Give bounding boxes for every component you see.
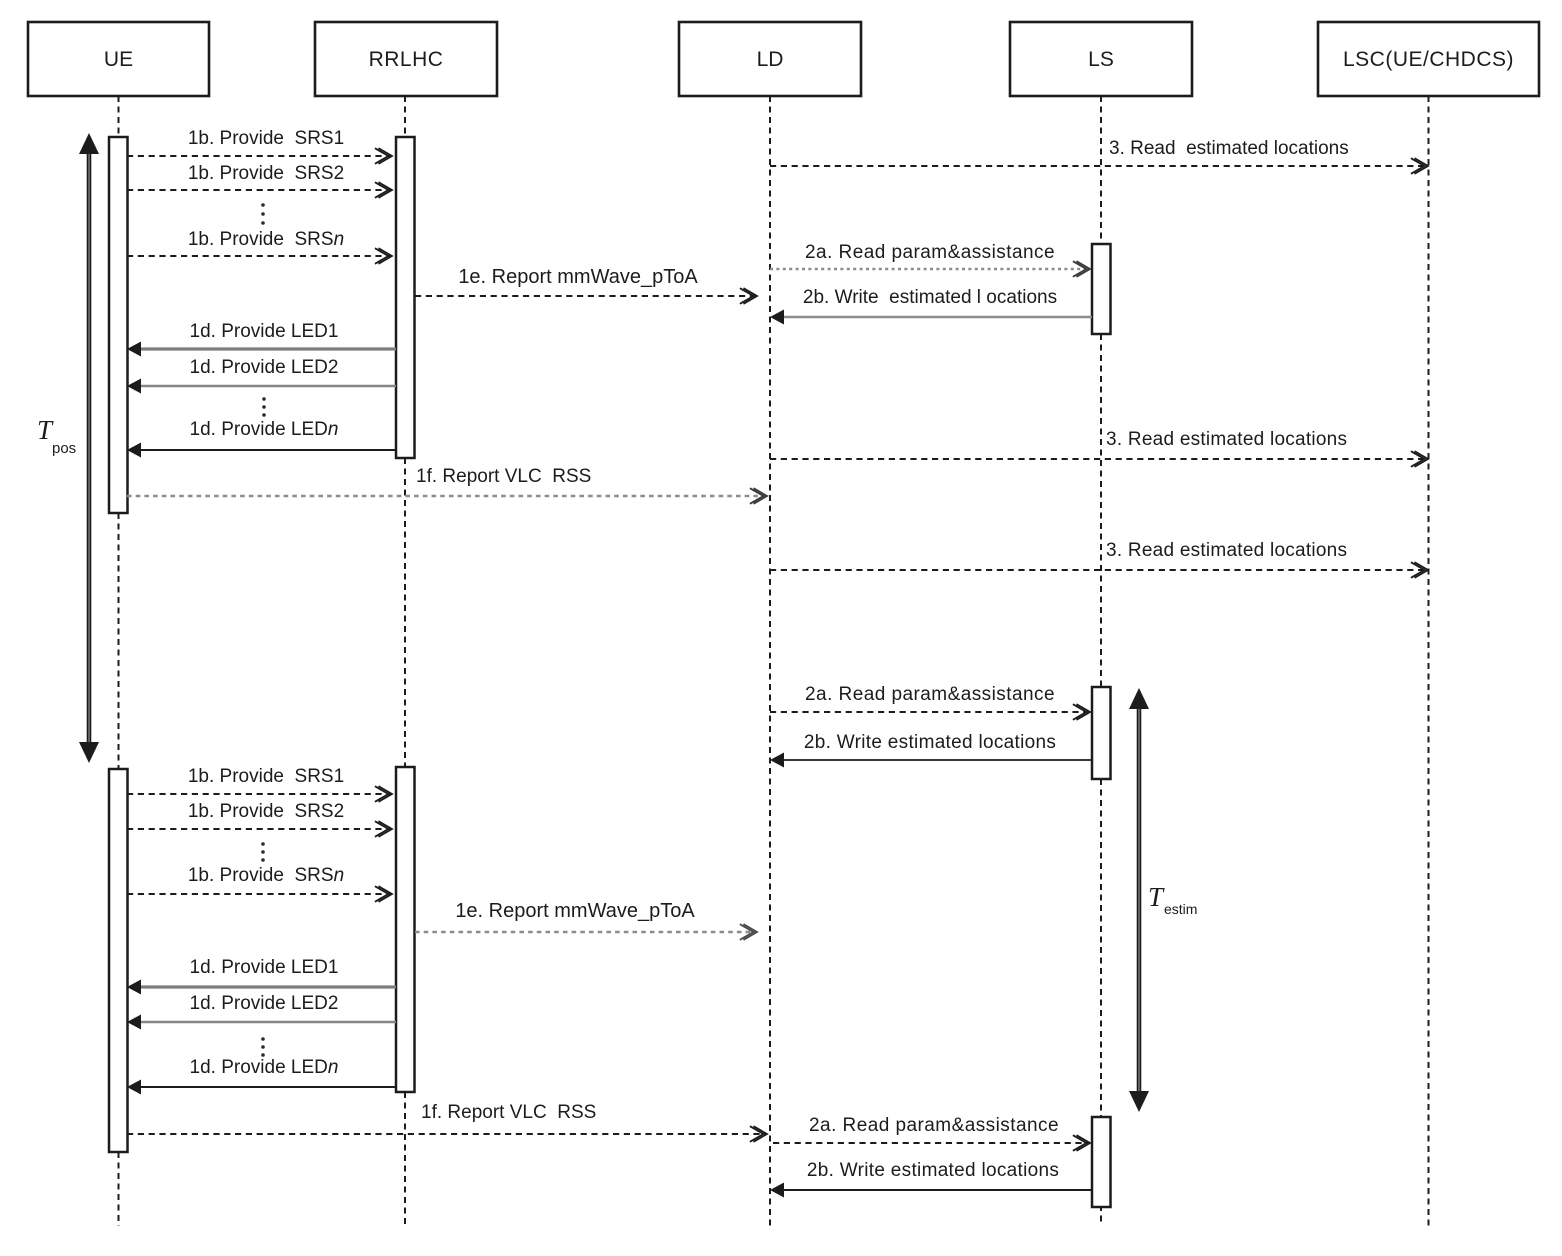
svg-text:T: T (37, 415, 54, 445)
svg-text:1e. Report mmWave_pToA: 1e. Report mmWave_pToA (458, 266, 698, 288)
svg-text:2a. Read param&assistance: 2a. Read param&assistance (809, 1115, 1059, 1136)
svg-text:1b. Provide SRS1: 1b. Provide SRS1 (188, 128, 344, 149)
svg-text:1b. Provide SRS2: 1b. Provide SRS2 (188, 163, 344, 184)
svg-text:1b. Provide SRSn: 1b. Provide SRSn (188, 229, 344, 250)
svg-text:2b. Write estimated l ocation: 2b. Write estimated l ocations (803, 287, 1057, 308)
svg-text:1d. Provide LED2: 1d. Provide LED2 (190, 357, 339, 378)
svg-text:LSC(UE/CHDCS): LSC(UE/CHDCS) (1343, 48, 1514, 71)
svg-text:1b. Provide SRSn: 1b. Provide SRSn (188, 865, 344, 886)
svg-text:1b. Provide SRS1: 1b. Provide SRS1 (188, 766, 344, 787)
svg-text:2a. Read param&assistance: 2a. Read param&assistance (805, 684, 1055, 705)
svg-text:1d. Provide LEDn: 1d. Provide LEDn (190, 1057, 339, 1078)
svg-text:LD: LD (757, 48, 784, 71)
svg-text:2b. Write estimated locations: 2b. Write estimated locations (807, 1160, 1059, 1181)
svg-text:RRLHC: RRLHC (369, 48, 444, 71)
svg-text:2a. Read param&assistance: 2a. Read param&assistance (805, 242, 1055, 263)
svg-text:1e. Report mmWave_pToA: 1e. Report mmWave_pToA (455, 900, 695, 922)
svg-text:3. Read estimated locations: 3. Read estimated locations (1106, 540, 1347, 561)
svg-text:1d. Provide LED1: 1d. Provide LED1 (190, 957, 339, 978)
svg-text:2b. Write estimated locations: 2b. Write estimated locations (804, 732, 1056, 753)
svg-text:1f. Report VLC RSS: 1f. Report VLC RSS (421, 1102, 596, 1123)
svg-text:T: T (1148, 882, 1165, 912)
svg-text:1f. Report VLC RSS: 1f. Report VLC RSS (416, 466, 591, 487)
svg-text:pos: pos (52, 440, 76, 457)
svg-text:UE: UE (104, 48, 133, 71)
svg-text:1d. Provide LEDn: 1d. Provide LEDn (190, 419, 339, 440)
svg-text:1b. Provide SRS2: 1b. Provide SRS2 (188, 801, 344, 822)
svg-text:LS: LS (1088, 48, 1114, 71)
svg-text:3. Read estimated locations: 3. Read estimated locations (1106, 429, 1347, 450)
svg-text:1d. Provide LED2: 1d. Provide LED2 (190, 993, 339, 1014)
svg-text:1d. Provide LED1: 1d. Provide LED1 (190, 321, 339, 342)
svg-text:3. Read estimated locations: 3. Read estimated locations (1109, 138, 1349, 159)
svg-text:estim: estim (1164, 901, 1197, 917)
